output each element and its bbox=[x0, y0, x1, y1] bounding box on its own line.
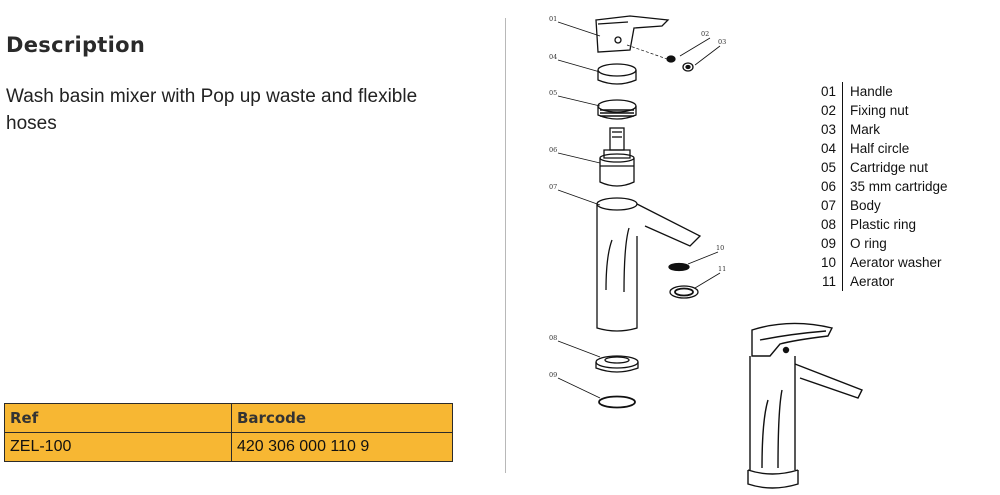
part-number: 05 bbox=[820, 160, 836, 175]
callout-label: 02 bbox=[701, 30, 709, 38]
table-header-barcode: Barcode bbox=[237, 409, 307, 427]
table-cell-barcode: 420 306 000 110 9 bbox=[237, 438, 370, 455]
legend-item: 04 Half circle bbox=[806, 139, 948, 158]
table-header-row: Ref Barcode bbox=[5, 404, 452, 432]
callout-label: 06 bbox=[549, 146, 557, 154]
part-name: O ring bbox=[842, 234, 887, 253]
description-heading: Description bbox=[6, 33, 146, 57]
part-number: 10 bbox=[820, 255, 836, 270]
table-row: ZEL-100 420 306 000 110 9 bbox=[5, 432, 452, 461]
part-number: 07 bbox=[820, 198, 836, 213]
part-number: 06 bbox=[820, 179, 836, 194]
callout-label: 07 bbox=[549, 183, 557, 191]
legend-item: 02 Fixing nut bbox=[806, 101, 948, 120]
callout-label: 09 bbox=[549, 371, 557, 379]
part-name: Body bbox=[842, 196, 881, 215]
table-cell-ref: ZEL-100 bbox=[5, 433, 232, 461]
part-number: 09 bbox=[820, 236, 836, 251]
part-number: 04 bbox=[820, 141, 836, 156]
column-divider bbox=[505, 18, 506, 473]
callout-label: 01 bbox=[549, 15, 557, 23]
part-name: Mark bbox=[842, 120, 880, 139]
part-name: Aerator washer bbox=[842, 253, 942, 272]
callout-label: 05 bbox=[549, 89, 557, 97]
legend-item: 08 Plastic ring bbox=[806, 215, 948, 234]
part-number: 11 bbox=[821, 274, 836, 289]
callout-label: 04 bbox=[549, 53, 557, 61]
part-name: 35 mm cartridge bbox=[842, 177, 948, 196]
part-name: Handle bbox=[842, 82, 893, 101]
part-number: 08 bbox=[820, 217, 836, 232]
legend-item: 05 Cartridge nut bbox=[806, 158, 948, 177]
callout-label: 03 bbox=[718, 38, 726, 46]
legend-item: 10 Aerator washer bbox=[806, 253, 948, 272]
callout-label: 10 bbox=[716, 244, 724, 252]
legend-item: 11 Aerator bbox=[806, 272, 948, 291]
parts-legend: 01 Handle 02 Fixing nut 03 Mark 04 Half circ… bbox=[806, 82, 948, 291]
product-image bbox=[747, 322, 863, 489]
legend-item: 03 Mark bbox=[806, 120, 948, 139]
legend-item: 07 Body bbox=[806, 196, 948, 215]
part-name: Plastic ring bbox=[842, 215, 916, 234]
part-name: Aerator bbox=[842, 272, 894, 291]
callout-label: 11 bbox=[718, 265, 726, 273]
part-name: Half circle bbox=[842, 139, 909, 158]
part-number: 02 bbox=[820, 103, 836, 118]
part-number: 01 bbox=[820, 84, 836, 99]
part-name: Cartridge nut bbox=[842, 158, 928, 177]
callout-label: 08 bbox=[549, 334, 557, 342]
legend-item: 06 35 mm cartridge bbox=[806, 177, 948, 196]
exploded-diagram: 01 02 03 04 05 06 07 10 11 08 09 bbox=[549, 15, 726, 409]
part-number: 03 bbox=[820, 122, 836, 137]
product-table: Ref Barcode ZEL-100 420 306 000 110 9 bbox=[4, 403, 453, 462]
table-header-ref: Ref bbox=[5, 404, 232, 432]
legend-item: 01 Handle bbox=[806, 82, 948, 101]
part-name: Fixing nut bbox=[842, 101, 909, 120]
description-text: Wash basin mixer with Pop up waste and f… bbox=[6, 86, 418, 134]
legend-item: 09 O ring bbox=[806, 234, 948, 253]
